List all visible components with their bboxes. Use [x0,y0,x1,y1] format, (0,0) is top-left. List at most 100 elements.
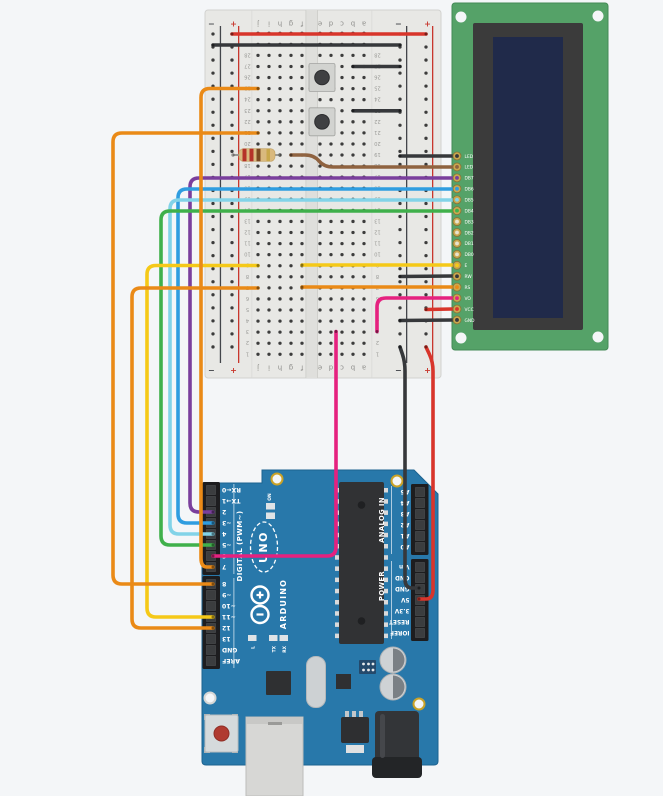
row-label: 10 [374,251,381,257]
wire-button2-to-d8[interactable] [111,131,260,586]
wire-end [398,109,402,113]
arduino-infinity-icon [250,585,270,625]
svg-text:22: 22 [244,118,251,124]
column-letter: j [257,364,260,372]
reset-button[interactable] [204,714,239,753]
digital-pin-label-RX←0: RX←0 [221,486,241,493]
lcd-pin-LED[interactable] [452,162,462,172]
svg-text:b: b [351,20,355,28]
arduino-uno[interactable]: ON UNO ARDUINO DIGITAL (PWM~) ANALOG IN … [201,469,439,796]
wire-button1-to-d7[interactable] [199,86,260,569]
wire-lcd-rw-to-gnd-rail[interactable] [398,274,454,279]
lcd-pin-VO[interactable] [452,293,462,303]
digital-rule-a [233,484,235,574]
channel-groove-right [317,10,318,378]
wire-lcd-db7-to-d2[interactable] [188,176,454,514]
capacitor [379,673,407,701]
lcd-pin-DB4[interactable] [452,206,462,216]
wire-lcd-gnd-to-gnd-rail[interactable] [398,318,454,323]
svg-text:−: − [208,20,215,29]
pushbutton-1[interactable] [308,63,336,92]
svg-text:RX: RX [282,645,288,652]
wire-end [300,285,304,289]
digital-pin-label-4: 4 [221,530,226,537]
digital-pin-label-AREF: AREF [222,657,240,664]
lcd-pin-DB1[interactable] [452,239,462,248]
rail-sign: − [395,20,402,29]
lcd-mount-hole [592,331,604,343]
digital-header-block-b [202,576,220,669]
svg-text:12: 12 [222,624,231,631]
wire-lcd-db5-to-d4[interactable] [168,198,454,536]
pushbutton-2[interactable] [308,107,336,137]
wire-lcd-db4-to-d5[interactable] [159,209,454,547]
lcd-pin-RW[interactable] [452,271,462,281]
left-rail-minus-line [219,26,222,363]
lcd-pin-label-DB6: DB6 [465,187,474,193]
analog-section-label: ANALOG IN [378,497,386,543]
wire-row9-to-d11[interactable] [145,263,260,619]
svg-text:5: 5 [246,306,249,312]
wire-row7-to-d12[interactable] [130,286,260,630]
lcd-pin-label-RW: RW [465,274,473,280]
svg-text:e: e [318,364,322,372]
rail-sign: + [230,366,237,375]
lcd-pin-DB6[interactable] [452,184,462,194]
lcd-pin-DB7[interactable] [452,173,462,183]
svg-text:ARDUINO: ARDUINO [279,579,288,629]
uno-logo-text: UNO [257,531,270,563]
lcd-pin-VCC[interactable] [452,304,462,314]
wire-plus-rail-to-arduino-5v[interactable] [417,345,435,601]
wire-lcd-vo-to-row3[interactable] [375,296,454,334]
svg-text:GND: GND [395,574,410,580]
row-label: 2 [246,339,249,345]
svg-text:2: 2 [376,339,379,345]
lcd-pin-DB5[interactable] [452,195,462,205]
wire-lcd-backlight-anode[interactable] [289,153,454,169]
arduino-mount-hole [203,691,217,705]
lcd-pin-label-DB2: DB2 [465,230,474,236]
svg-text:2: 2 [222,508,226,515]
svg-text:22: 22 [374,118,381,124]
chip-dimple [357,501,366,509]
svg-text:23: 23 [244,107,251,113]
on-led-label: ON [267,493,273,501]
wire-lcd-db6-to-d3[interactable] [176,187,454,525]
lcd-pin-DB3[interactable] [452,217,462,226]
svg-text:~5: ~5 [222,541,232,548]
lcd-pin-label-VCC: VCC [465,307,474,313]
row-label: 26 [374,74,381,80]
lcd-pin-RS[interactable] [452,282,462,292]
lcd-pin-LED[interactable] [452,151,462,161]
svg-text:g: g [289,364,293,372]
rail-sign: + [424,20,431,29]
lcd-display[interactable]: LEDLEDDB7DB6DB5DB4DB3DB2DB1DB0ERWRSVOVCC… [451,2,609,351]
wire-end [211,521,215,525]
svg-text:28: 28 [244,51,251,57]
row-label: 18 [374,162,381,168]
wire-end [398,275,402,278]
wire-gnd-rail-to-arduino-gnd[interactable] [398,345,421,590]
resistor-lead-end [278,153,282,157]
lcd-pin-E[interactable] [452,260,462,270]
wire-row3-to-d6[interactable] [211,329,338,558]
row-label: 28 [244,51,251,57]
svg-text:RESET: RESET [389,618,410,624]
column-letter: i [268,364,270,372]
svg-text:24: 24 [244,96,251,102]
wire-end [398,154,402,158]
power-jack [372,711,422,778]
lcd-pin-DB0[interactable] [452,249,462,259]
wire-lcd-vcc-to-plus-rail[interactable] [424,307,454,312]
resistor[interactable] [231,148,282,162]
row-label: 27 [244,62,251,68]
lcd-pin-label-DB0: DB0 [465,252,474,258]
arduino-mount-hole [412,697,426,711]
channel-groove-left [305,10,307,378]
row-label: 17 [244,173,251,179]
power-pin-label-GND: GND [395,585,410,591]
lcd-pin-GND[interactable] [452,315,462,325]
lcd-pin-DB2[interactable] [452,228,462,237]
crystal-oscillator [306,656,326,708]
svg-text:i: i [268,20,270,28]
